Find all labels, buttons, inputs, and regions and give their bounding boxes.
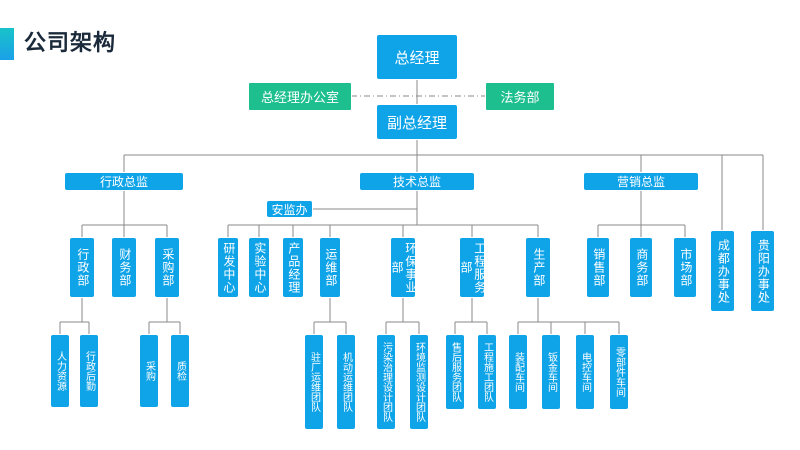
node-admin-dept: 行政部 xyxy=(69,237,95,298)
node-engineering-dept: 工程服务部 xyxy=(459,237,487,298)
node-finance-dept: 财务部 xyxy=(111,237,137,298)
node-team-qc: 质检 xyxy=(170,334,190,408)
node-purchase-dept: 采购部 xyxy=(154,237,180,298)
node-rnd-center: 研发中心 xyxy=(217,237,239,298)
node-workshop-electric: 电控车间 xyxy=(575,334,595,410)
page-title: 公司架构 xyxy=(24,31,117,56)
node-market-dept: 市场部 xyxy=(673,237,697,298)
node-sales-dept: 销售部 xyxy=(586,237,610,298)
node-team-mobile-ops: 机动运维团队 xyxy=(336,334,356,430)
node-workshop-sheet-metal: 钣金车间 xyxy=(541,334,561,410)
node-workshop-parts: 零部件车间 xyxy=(609,334,629,410)
node-workshop-assembly: 装配车间 xyxy=(508,334,528,410)
node-safety-office: 安监办 xyxy=(266,200,313,218)
node-env-dept: 环保事业部 xyxy=(390,237,418,298)
node-team-aftersales: 售后服务团队 xyxy=(445,334,465,410)
node-vice-gm: 副总经理 xyxy=(376,104,458,140)
node-general-manager: 总经理 xyxy=(376,34,458,80)
node-team-purchasing: 采购 xyxy=(139,334,159,408)
node-production-dept: 生产部 xyxy=(525,237,551,298)
node-tech-director: 技术总监 xyxy=(359,172,475,191)
node-team-pollution-design: 污染治理设计团队 xyxy=(376,334,396,430)
node-admin-director: 行政总监 xyxy=(64,172,184,191)
node-legal: 法务部 xyxy=(485,82,555,111)
node-team-monitoring-design: 环境监测设计团队 xyxy=(409,334,429,430)
node-team-onsite-ops: 驻厂运维团队 xyxy=(304,334,324,430)
node-team-logistics: 行政后勤 xyxy=(79,334,99,408)
node-business-dept: 商务部 xyxy=(629,237,653,298)
title-accent-bar xyxy=(0,28,14,60)
node-guiyang-office: 贵阳办事处 xyxy=(750,230,775,312)
node-sales-director: 营销总监 xyxy=(583,172,699,191)
node-gm-office: 总经理办公室 xyxy=(248,82,352,111)
node-team-construction: 工程施工团队 xyxy=(477,334,497,410)
node-product-manager: 产品经理 xyxy=(282,237,304,298)
node-lab-center: 实验中心 xyxy=(248,237,270,298)
node-team-hr: 人力资源 xyxy=(50,334,70,408)
node-chengdu-office: 成都办事处 xyxy=(710,230,735,312)
node-ops-dept: 运维部 xyxy=(319,237,341,298)
